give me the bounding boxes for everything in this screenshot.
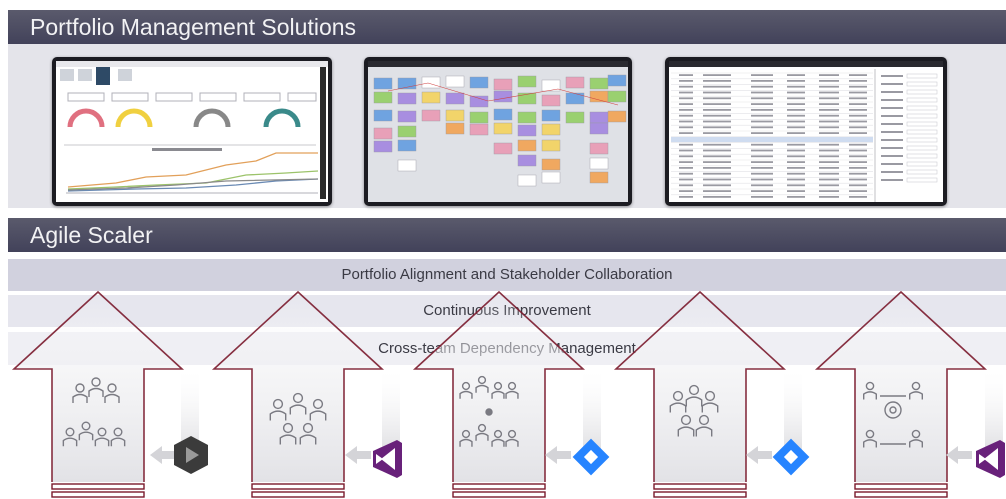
team-group-icon bbox=[669, 384, 719, 437]
board-screenshot bbox=[364, 57, 632, 206]
team-of-five-icon bbox=[62, 377, 126, 447]
dashboard-screenshot-graphic bbox=[56, 61, 328, 199]
team-arrows bbox=[11, 290, 988, 498]
layer-portfolio-alignment: Portfolio Alignment and Stakeholder Coll… bbox=[8, 259, 1006, 291]
team-arrow bbox=[412, 290, 586, 498]
team-process-gear-icon bbox=[863, 381, 923, 448]
jira-logo-icon bbox=[772, 438, 810, 476]
team-arrow bbox=[814, 290, 988, 498]
table-screenshot-graphic bbox=[669, 61, 943, 202]
team-collaboration-icon bbox=[459, 375, 519, 447]
agile-scaler-header: Agile Scaler bbox=[8, 218, 1006, 252]
team-arrow bbox=[11, 290, 185, 498]
handoff-arrows bbox=[150, 446, 972, 464]
team-arrow bbox=[613, 290, 787, 498]
visual-studio-logo-icon bbox=[976, 440, 1005, 478]
tool-logo-dark-icon bbox=[174, 436, 208, 474]
connector-pipes bbox=[181, 365, 1003, 460]
board-screenshot-graphic bbox=[368, 61, 628, 202]
team-of-four-icon bbox=[269, 392, 327, 445]
team-arrow bbox=[211, 290, 385, 498]
table-screenshot bbox=[665, 57, 947, 206]
dashboard-screenshot bbox=[52, 57, 332, 206]
portfolio-management-header: Portfolio Management Solutions bbox=[8, 10, 1006, 44]
jira-logo-icon bbox=[572, 438, 610, 476]
visual-studio-logo-icon bbox=[373, 440, 402, 478]
